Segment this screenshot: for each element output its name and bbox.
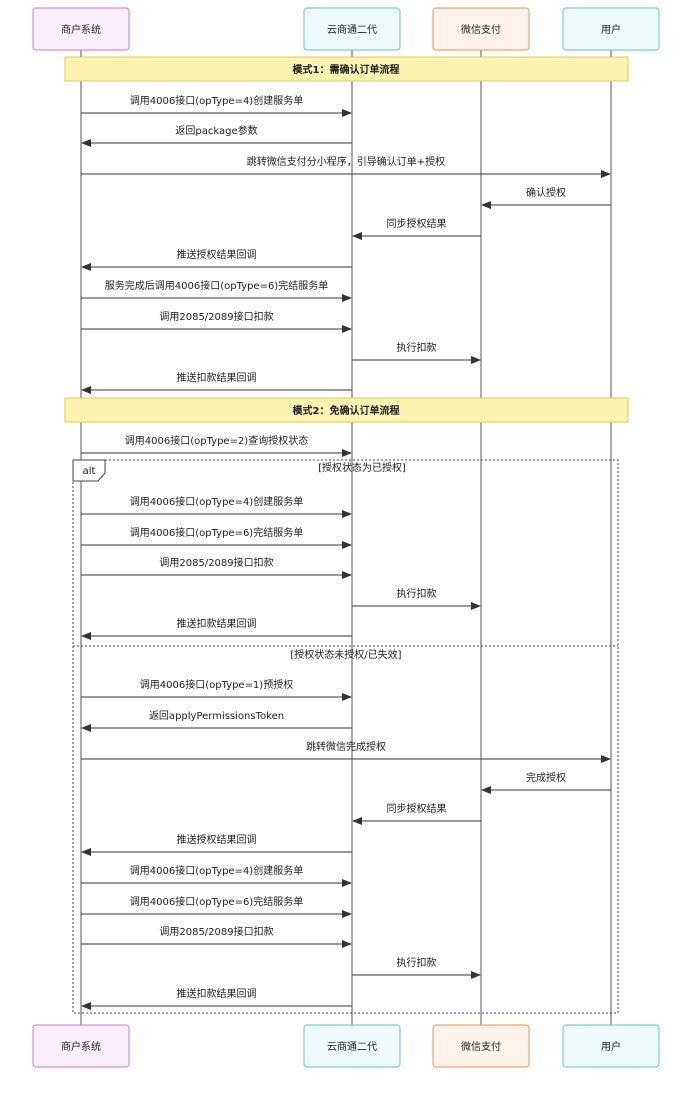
- participant-box: [303, 1024, 401, 1068]
- message-label: 推送授权结果回调: [177, 833, 257, 846]
- message-25: 调用2085/2089接口扣款: [81, 925, 352, 948]
- message-16: 推送扣款结果回调: [81, 617, 352, 640]
- message-24: 调用4006接口(opType=6)完结服务单: [81, 895, 352, 918]
- message-27: 推送扣款结果回调: [81, 987, 352, 1010]
- message-5: 同步授权结果: [352, 217, 481, 240]
- participant-box: [303, 7, 401, 51]
- lifelines: [80, 50, 612, 1025]
- alt-label: alt: [83, 466, 96, 477]
- message-17: 调用4006接口(opType=1)预授权: [81, 678, 352, 701]
- message-21: 同步授权结果: [352, 802, 481, 825]
- message-label: 推送扣款结果回调: [177, 371, 257, 384]
- message-9: 执行扣款: [352, 341, 481, 364]
- participant-label: 微信支付: [461, 1040, 501, 1053]
- participant-label: 云商通二代: [327, 23, 377, 36]
- message-label: 调用4006接口(opType=4)创建服务单: [130, 864, 303, 877]
- message-23: 调用4006接口(opType=4)创建服务单: [81, 864, 352, 887]
- participant-box: [432, 7, 530, 51]
- message-label: 调用4006接口(opType=6)完结服务单: [130, 895, 303, 908]
- message-3: 跳转微信支付分小程序，引导确认订单+授权: [81, 155, 611, 178]
- message-label: 推送授权结果回调: [177, 248, 257, 261]
- note-mode-2: 模式2：免确认订单流程: [64, 397, 629, 423]
- message-18: 返回applyPermissionsToken: [81, 710, 352, 732]
- message-15: 执行扣款: [352, 587, 481, 610]
- message-13: 调用4006接口(opType=6)完结服务单: [81, 526, 352, 549]
- message-26: 执行扣款: [352, 956, 481, 979]
- message-label: 服务完成后调用4006接口(opType=6)完结服务单: [105, 279, 328, 292]
- message-12: 调用4006接口(opType=4)创建服务单: [81, 495, 352, 518]
- message-11: 调用4006接口(opType=2)查询授权状态: [81, 434, 352, 457]
- participant-wechat-top: 微信支付: [432, 7, 530, 51]
- participant-label: 用户: [601, 1040, 621, 1053]
- message-22: 推送授权结果回调: [81, 833, 352, 856]
- participant-label: 云商通二代: [327, 1040, 377, 1053]
- message-label: 执行扣款: [397, 341, 437, 354]
- participant-merchant-bottom: 商户系统: [32, 1024, 130, 1068]
- alt-condition-2: [授权状态未授权/已失效]: [290, 648, 401, 661]
- message-4: 确认授权: [481, 186, 611, 209]
- message-10: 推送扣款结果回调: [81, 371, 352, 394]
- message-label: 调用4006接口(opType=1)预授权: [140, 678, 293, 691]
- note-mode-2-text: 模式2：免确认订单流程: [293, 404, 400, 417]
- participant-label: 微信支付: [461, 23, 501, 36]
- participant-wechat-bottom: 微信支付: [432, 1024, 530, 1068]
- message-2: 返回package参数: [81, 124, 352, 147]
- note-mode-1: 模式1：需确认订单流程: [64, 56, 629, 82]
- message-label: 调用4006接口(opType=2)查询授权状态: [125, 434, 308, 447]
- participant-merchant-top: 商户系统: [32, 7, 130, 51]
- message-20: 完成授权: [481, 771, 611, 794]
- messages: 调用4006接口(opType=4)创建服务单返回package参数跳转微信支付…: [81, 94, 611, 1010]
- message-label: 返回applyPermissionsToken: [149, 710, 284, 722]
- participant-user-top: 用户: [562, 7, 660, 51]
- message-label: 调用2085/2089接口扣款: [159, 556, 273, 569]
- message-label: 执行扣款: [397, 956, 437, 969]
- message-label: 调用2085/2089接口扣款: [159, 310, 273, 323]
- message-label: 同步授权结果: [387, 217, 447, 230]
- message-label: 返回package参数: [175, 124, 257, 137]
- participant-label: 商户系统: [61, 23, 101, 36]
- message-8: 调用2085/2089接口扣款: [81, 310, 352, 333]
- message-label: 调用4006接口(opType=4)创建服务单: [130, 94, 303, 107]
- participant-box: [562, 1024, 660, 1068]
- message-label: 确认授权: [526, 186, 566, 199]
- participant-label: 商户系统: [61, 1040, 101, 1053]
- message-1: 调用4006接口(opType=4)创建服务单: [81, 94, 352, 117]
- participant-cloud-top: 云商通二代: [303, 7, 401, 51]
- alt-fragment: alt [授权状态为已授权] [授权状态未授权/已失效]: [72, 459, 619, 1014]
- participant-box: [32, 7, 130, 51]
- participant-cloud-bottom: 云商通二代: [303, 1024, 401, 1068]
- message-19: 跳转微信完成授权: [81, 740, 611, 763]
- message-label: 推送扣款结果回调: [177, 987, 257, 1000]
- message-label: 跳转微信完成授权: [306, 740, 386, 753]
- message-label: 跳转微信支付分小程序，引导确认订单+授权: [247, 155, 445, 168]
- alt-condition-1: [授权状态为已授权]: [318, 461, 406, 474]
- message-label: 执行扣款: [397, 587, 437, 600]
- participant-label: 用户: [601, 23, 621, 36]
- participant-user-bottom: 用户: [562, 1024, 660, 1068]
- note-mode-1-text: 模式1：需确认订单流程: [293, 63, 400, 76]
- message-6: 推送授权结果回调: [81, 248, 352, 271]
- message-label: 调用4006接口(opType=4)创建服务单: [130, 495, 303, 508]
- message-label: 完成授权: [526, 771, 566, 784]
- message-label: 同步授权结果: [387, 802, 447, 815]
- participant-box: [32, 1024, 130, 1068]
- message-label: 调用4006接口(opType=6)完结服务单: [130, 526, 303, 539]
- participant-box: [432, 1024, 530, 1068]
- message-14: 调用2085/2089接口扣款: [81, 556, 352, 579]
- message-label: 推送扣款结果回调: [177, 617, 257, 630]
- participant-box: [562, 7, 660, 51]
- message-label: 调用2085/2089接口扣款: [159, 925, 273, 938]
- message-7: 服务完成后调用4006接口(opType=6)完结服务单: [81, 279, 352, 302]
